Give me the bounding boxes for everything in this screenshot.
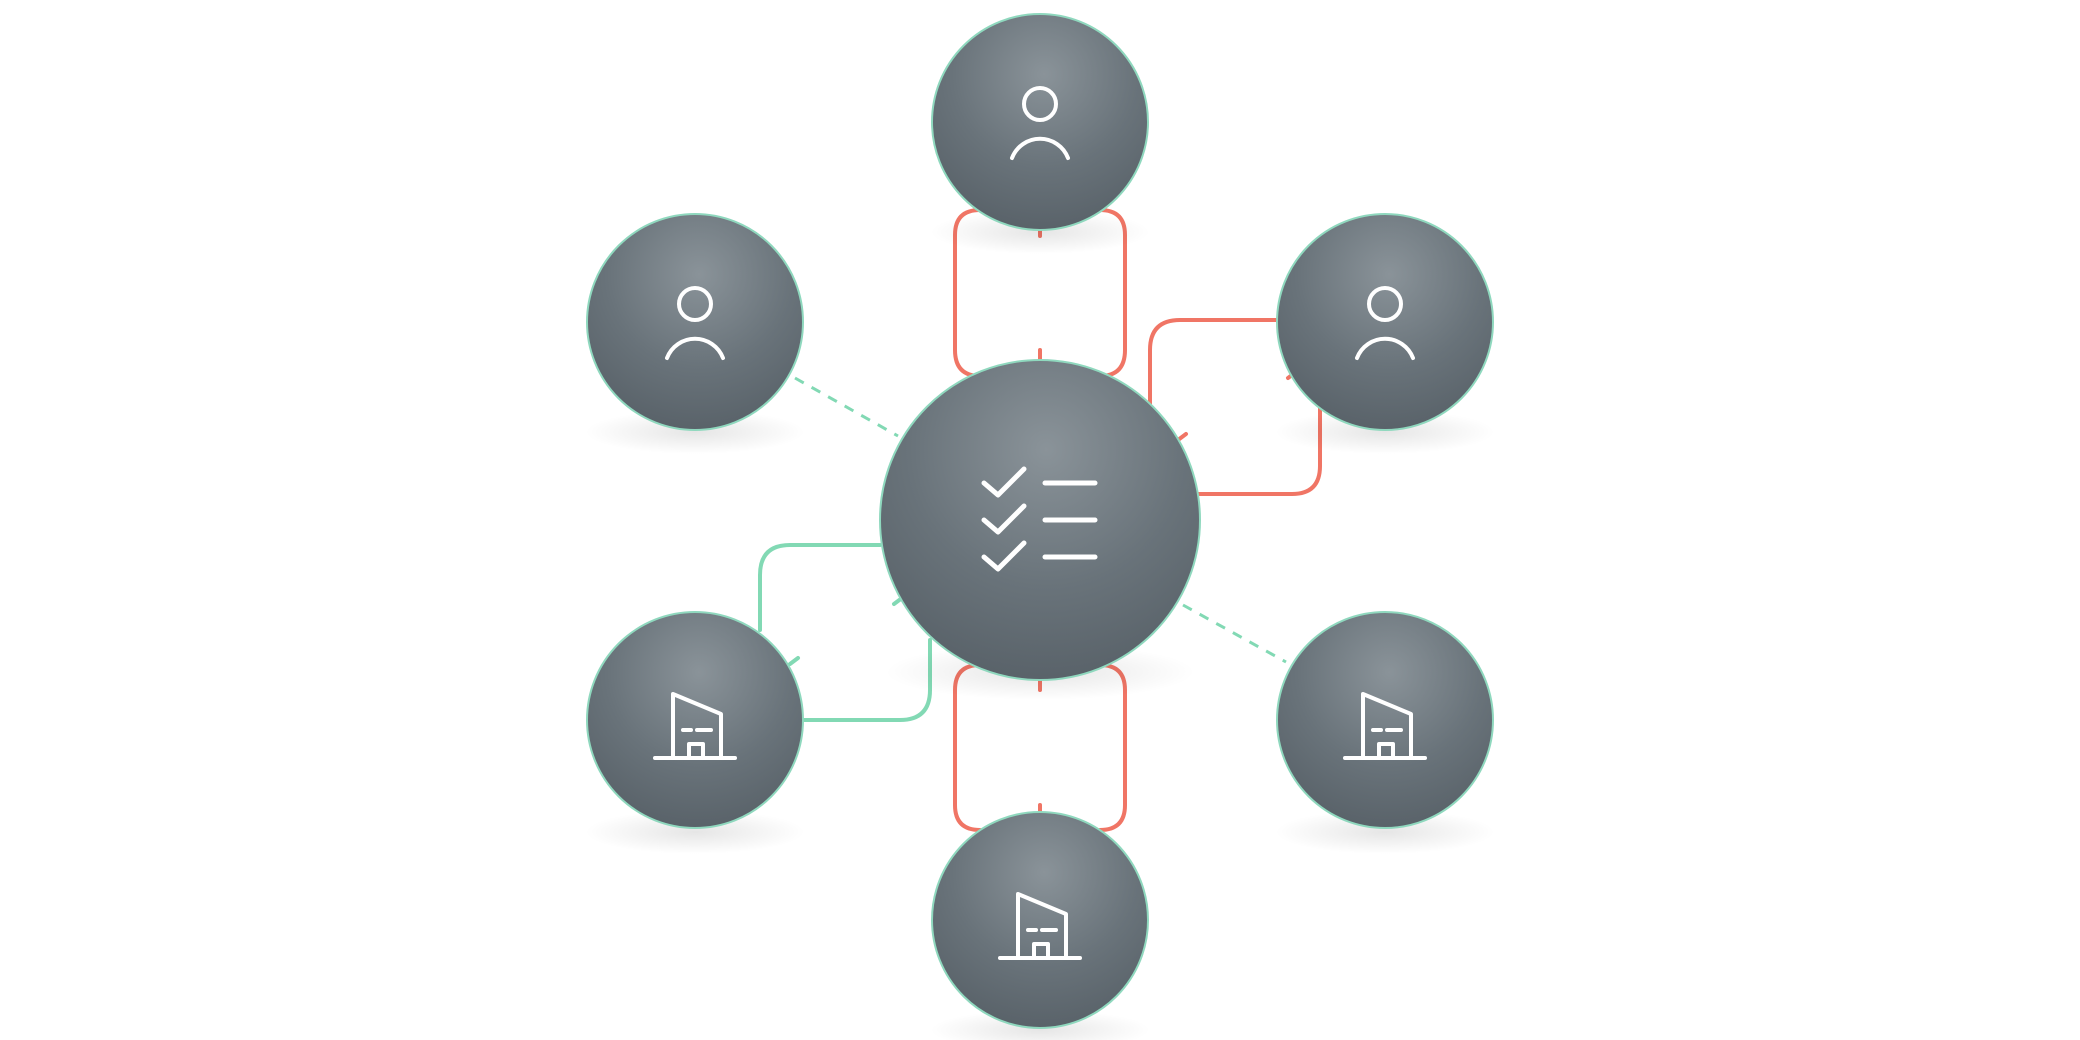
node-center xyxy=(879,359,1201,681)
connector-lower-right-center xyxy=(1182,603,1287,664)
connector-upper-left-center xyxy=(794,376,899,438)
node-top xyxy=(931,13,1149,231)
connector-upper-right-center xyxy=(1148,318,1322,496)
node-bottom xyxy=(931,811,1149,1029)
node-upper-right xyxy=(1276,213,1494,431)
node-upper-left xyxy=(586,213,804,431)
checklist-icon xyxy=(981,466,1098,572)
node-lower-right xyxy=(1276,611,1494,829)
node-lower-left xyxy=(586,611,804,829)
